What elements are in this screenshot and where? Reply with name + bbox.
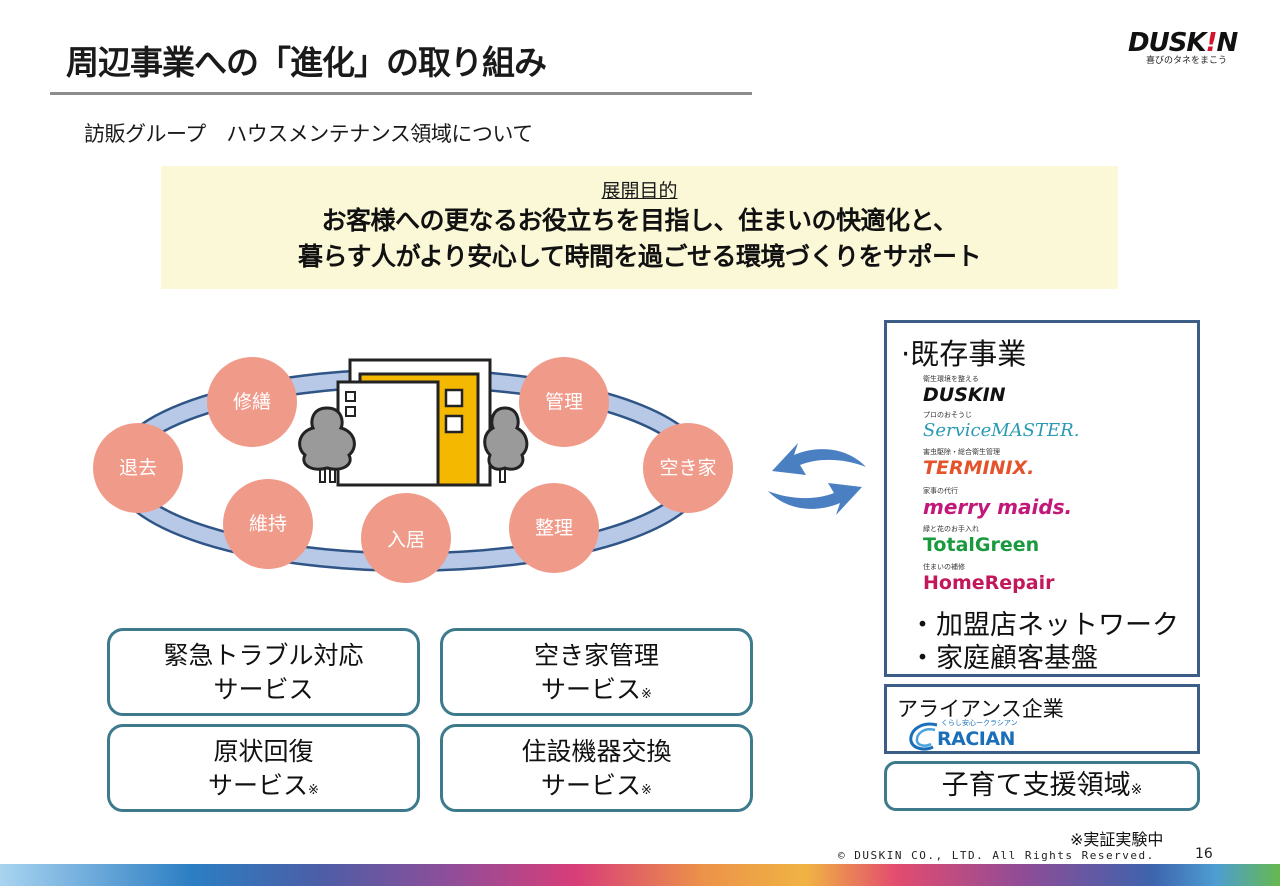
experiment-mark: ※ [641,687,652,702]
brand-name: HomeRepair [923,572,1055,594]
brand-caption: 害虫駆除・総合衛生管理 [923,448,1000,456]
stage-circle-maintenance: 維持 [223,479,313,569]
stage-label: 管理 [545,391,583,413]
service-line-1: 住設機器交換 [521,737,672,766]
brand-name: merry maids. [923,495,1073,519]
bidirectional-arrows-icon [762,425,872,520]
bullet-franchise-network: ・加盟店ネットワーク [909,610,1179,641]
brand-name: TERMINIX. [923,457,1035,479]
stage-circle-management: 管理 [519,357,609,447]
logo-tagline: 喜びのタネをまこう [1146,56,1228,66]
service-label: サービス [541,675,642,704]
stage-label: 維持 [249,513,287,535]
service-box-vacant-house: 空き家管理 サービス※ [440,628,753,716]
service-line-2: サービス [110,673,417,712]
experiment-mark: ※ [308,783,319,798]
service-label: サービス [208,771,309,800]
stage-label: 修繕 [233,391,271,413]
duskin-logo: DUSK!N 喜びのタネをまこう [1128,30,1252,67]
brand-logo-merry-maids: 家事の代行 merry maids. [923,487,1072,518]
purpose-line-2: 暮らす人がより安心して時間を過ごせる環境づくりをサポート [297,242,982,271]
stage-circle-move-out: 退去 [93,423,183,513]
stage-label: 空き家 [659,457,716,479]
logo-wordmark: DUSK!N [1128,30,1252,56]
brand-logo-duskin: 衛生環境を整える DUSKIN [923,375,1006,406]
purpose-box: 展開目的 お客様への更なるお役立ちを目指し、住まいの快適化と、 暮らす人がより安… [161,166,1118,289]
service-box-equipment-replacement: 住設機器交換 サービス※ [440,724,753,812]
alliance-heading: アライアンス企業 [897,697,1064,721]
bullet-customer-base: ・家庭顧客基盤 [909,643,1098,674]
alliance-panel: アライアンス企業 くらし安心ークラシアン RACIAN [884,684,1200,754]
stage-circle-move-in: 入居 [361,493,451,583]
stage-label: 入居 [387,529,425,551]
brand-logo-terminix: 害虫駆除・総合衛生管理 TERMINIX. [923,448,1034,479]
service-line-1: 原状回復 [213,737,314,766]
service-box-emergency: 緊急トラブル対応 サービス [107,628,420,716]
service-line-2: サービス※ [443,769,750,808]
service-label: サービス [213,675,314,704]
housing-lifecycle-diagram: 修繕 管理 空き家 整理 入居 維持 退去 [80,340,760,590]
building-with-trees-icon [298,358,529,487]
stage-label: 整理 [535,517,573,539]
brand-logo-servicemaster: プロのおそうじ ServiceMASTER. [923,411,1079,442]
brand-caption: プロのおそうじ [923,411,972,419]
experiment-mark: ※ [1130,782,1143,798]
brand-name: DUSKIN [923,384,1006,406]
page-title: 周辺事業への「進化」の取り組み [66,43,547,82]
stage-circle-vacant-house: 空き家 [643,423,733,513]
childcare-label: 子育て支援領域 [941,770,1131,801]
experiment-mark: ※ [641,783,652,798]
service-label: サービス [541,771,642,800]
footnote-experiment: ※実証実験中 [1070,830,1164,849]
copyright: © DUSKIN CO., LTD. All Rights Reserved. [838,849,1155,862]
racian-wordmark: RACIAN [937,728,1015,750]
logo-text-suffix: N [1216,28,1238,58]
service-line-2: サービス※ [443,673,750,712]
section-subtitle: 訪販グループ ハウスメンテナンス領域について [84,122,533,146]
brand-name: ServiceMASTER. [923,420,1080,441]
footer-gradient-bar [0,864,1280,886]
brand-logo-home-repair: 住まいの補修 HomeRepair [923,563,1054,594]
stage-label: 退去 [119,457,157,479]
logo-text-prefix: DUSK [1128,28,1207,58]
service-line-1: 空き家管理 [533,641,659,670]
brand-logo-total-green: 緑と花のお手入れ TotalGreen [923,525,1039,556]
existing-business-heading: ·既存事業 [901,337,1027,371]
brand-caption: 緑と花のお手入れ [923,525,979,533]
existing-business-panel: ·既存事業 衛生環境を整える DUSKIN プロのおそうじ ServiceMAS… [884,320,1200,677]
brand-caption: 衛生環境を整える [923,375,979,383]
page-number: 16 [1195,846,1213,862]
purpose-line-1: お客様への更なるお役立ちを目指し、住まいの快適化と、 [321,206,958,235]
title-divider [50,92,752,95]
racian-caption: くらし安心ークラシアン [941,719,1018,727]
service-line-2: サービス※ [110,769,417,808]
racian-logo: くらし安心ークラシアン RACIAN [907,719,1107,751]
service-line-1: 緊急トラブル対応 [163,641,364,670]
stage-circle-repair: 修繕 [207,357,297,447]
logo-bang: ! [1205,28,1218,58]
childcare-support-box: 子育て支援領域※ [884,761,1200,811]
purpose-heading: 展開目的 [601,180,678,202]
service-box-restoration: 原状回復 サービス※ [107,724,420,812]
racian-swirl-icon [909,722,938,751]
brand-name: TotalGreen [923,534,1040,556]
brand-caption: 家事の代行 [923,487,958,495]
stage-circle-organizing: 整理 [509,483,599,573]
brand-caption: 住まいの補修 [923,563,965,571]
existing-business-bullets: ・加盟店ネットワーク ・家庭顧客基盤 [909,609,1179,675]
